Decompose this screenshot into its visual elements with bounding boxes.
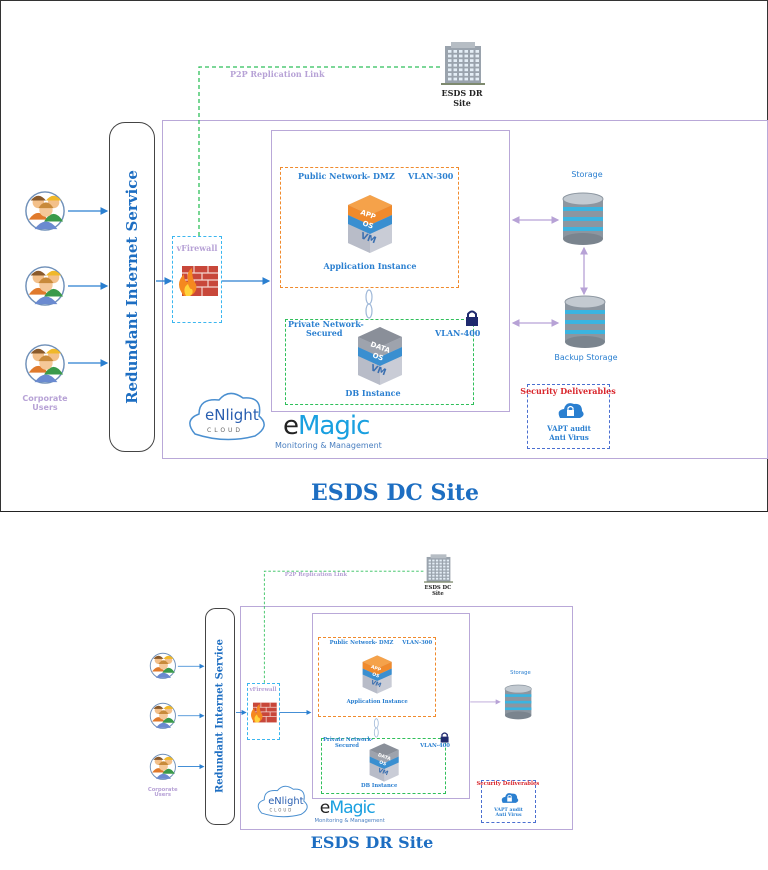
user-group-icon bbox=[24, 190, 66, 232]
user-group-icon bbox=[24, 265, 66, 307]
storage-label: Storage bbox=[571, 170, 603, 179]
svg-text:DATA: DATA bbox=[377, 752, 392, 762]
db-instance-label: DB Instance bbox=[361, 782, 398, 789]
svg-text:eNlight: eNlight bbox=[205, 406, 259, 424]
app-instance-label: Application Instance bbox=[323, 261, 417, 271]
user-group-icon bbox=[149, 652, 177, 680]
security-item-antivirus: Anti Virus bbox=[495, 813, 522, 819]
emagic-subtitle: Monitoring & Management bbox=[275, 441, 382, 450]
public-network-label: Public Network- DMZ bbox=[298, 171, 395, 181]
vfirewall-zone bbox=[172, 236, 222, 323]
svg-text:CLOUD: CLOUD bbox=[270, 808, 294, 813]
user-group-icon bbox=[149, 753, 177, 781]
remote-site-label-line1: ESDS DC bbox=[424, 584, 452, 591]
public-vlan-label: VLAN-300 bbox=[408, 171, 454, 181]
private-vlan-label: VLAN-400 bbox=[435, 328, 481, 338]
db-instance-label: DB Instance bbox=[345, 388, 401, 398]
remote-site-label-line2: Site bbox=[453, 98, 471, 108]
public-network-label: Public Network- DMZ bbox=[329, 639, 394, 646]
users-label: Corporate Users bbox=[20, 394, 70, 413]
private-network-label-line1: Private Network- bbox=[288, 319, 364, 329]
storage-label: Storage bbox=[510, 669, 531, 676]
users-label: Corporate Users bbox=[146, 786, 179, 800]
security-deliverables-box bbox=[527, 384, 610, 449]
emagic-logo: eMagic bbox=[283, 411, 370, 441]
svg-text:CLOUD: CLOUD bbox=[207, 427, 243, 434]
cloud-lock-icon bbox=[500, 791, 519, 804]
private-vlan-label: VLAN-400 bbox=[420, 743, 450, 750]
svg-text:VM: VM bbox=[370, 679, 382, 689]
security-title: Security Deliverables bbox=[520, 386, 616, 396]
security-item-antivirus: Anti Virus bbox=[549, 433, 589, 442]
private-network-secured bbox=[321, 737, 446, 795]
vfirewall-label: vFirewall bbox=[176, 243, 218, 253]
lock-icon bbox=[465, 310, 479, 326]
link-chain-icon bbox=[364, 289, 374, 319]
emagic-e: e bbox=[319, 797, 331, 818]
emagic-subtitle: Monitoring & Management bbox=[314, 817, 385, 824]
private-network-secured bbox=[285, 319, 474, 405]
replication-link-label: P2P Replication Link bbox=[284, 572, 348, 579]
replication-link-label: P2P Replication Link bbox=[230, 69, 325, 79]
user-group-icon bbox=[24, 343, 66, 385]
backup-storage-label: Backup Storage bbox=[554, 353, 618, 362]
storage-icon bbox=[560, 192, 606, 245]
security-deliverables-box bbox=[480, 780, 536, 824]
emagic-e: e bbox=[283, 411, 299, 441]
remote-site-label-line2: Site bbox=[432, 591, 444, 598]
firewall-icon bbox=[249, 700, 277, 724]
public-vlan-label: VLAN-300 bbox=[402, 639, 433, 646]
corporate-users-label: Corporate Users bbox=[22, 394, 68, 412]
security-item-vapt: VAPT audit bbox=[547, 424, 591, 433]
remote-site-label-line1: ESDS DR bbox=[441, 88, 483, 98]
svg-text:OS: OS bbox=[378, 759, 387, 767]
corporate-users-label: Corporate Users bbox=[147, 786, 178, 799]
site-title: ESDS DC Site bbox=[311, 480, 479, 506]
cloud-lock-icon bbox=[556, 400, 584, 420]
security-item-vapt: VAPT audit bbox=[494, 807, 523, 813]
app-instance-label: Application Instance bbox=[346, 698, 408, 705]
private-network-label-line2: Secured bbox=[306, 328, 343, 338]
svg-text:VM: VM bbox=[377, 766, 389, 776]
redundant-internet-service-box bbox=[109, 122, 155, 452]
user-group-icon bbox=[149, 702, 177, 730]
security-title: Security Deliverables bbox=[476, 781, 540, 788]
building-icon bbox=[424, 553, 454, 584]
building-icon bbox=[441, 40, 485, 85]
redundant-internet-service-box bbox=[204, 607, 236, 826]
redundant-internet-service-label: Redundant Internet Service bbox=[214, 639, 226, 794]
link-chain-icon bbox=[373, 718, 380, 738]
site-title: ESDS DR Site bbox=[310, 833, 434, 852]
svg-text:eNlight: eNlight bbox=[268, 796, 303, 807]
firewall-icon bbox=[176, 262, 218, 298]
vfirewall-label: vFirewall bbox=[249, 687, 277, 694]
storage-icon bbox=[503, 685, 533, 720]
backup-storage-icon bbox=[562, 295, 608, 348]
vfirewall-zone bbox=[246, 682, 280, 741]
emagic-logo: eMagic bbox=[319, 797, 376, 818]
private-network-label-line2: Secured bbox=[334, 743, 359, 750]
private-network-label-line1: Private Network- bbox=[323, 737, 373, 744]
svg-text:OS: OS bbox=[371, 351, 384, 362]
redundant-internet-service-label: Redundant Internet Service bbox=[123, 170, 141, 404]
lock-icon bbox=[440, 731, 449, 743]
